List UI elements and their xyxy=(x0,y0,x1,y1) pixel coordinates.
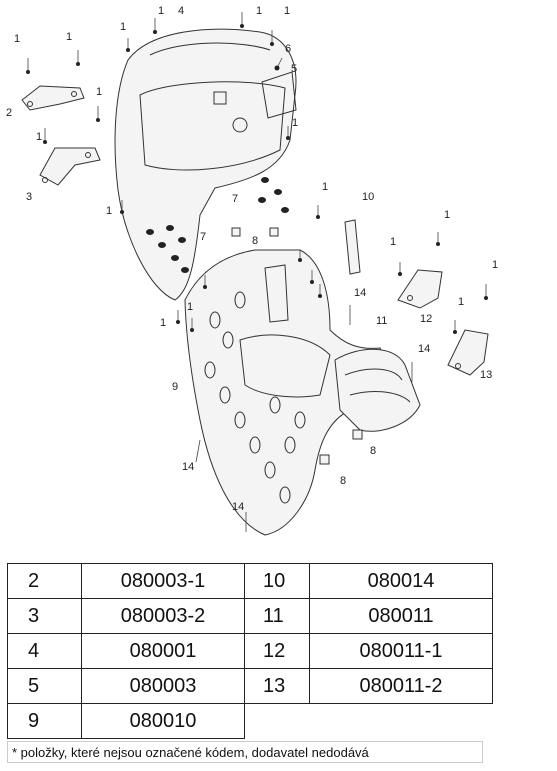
part-3-bracket xyxy=(39,147,101,186)
part-10-strip xyxy=(344,219,361,275)
part-code: 080014 xyxy=(309,563,493,599)
callout-8: 8 xyxy=(252,235,258,247)
part-number: 9 xyxy=(7,703,82,739)
callout-14: 14 xyxy=(354,287,366,299)
callout-1: 1 xyxy=(322,181,328,193)
footnote: * položky, které nejsou označené kódem, … xyxy=(7,741,483,763)
callout-1: 1 xyxy=(292,117,298,129)
callout-14: 14 xyxy=(232,501,244,513)
callout-1: 1 xyxy=(160,317,166,329)
part-number: 12 xyxy=(244,633,310,669)
callout-1: 1 xyxy=(458,296,464,308)
part-number: 10 xyxy=(244,563,310,599)
callout-5: 5 xyxy=(291,63,297,75)
callout-1: 1 xyxy=(284,5,290,17)
callout-14: 14 xyxy=(418,343,430,355)
part-code: 080010 xyxy=(81,703,245,739)
callout-1: 1 xyxy=(120,21,126,33)
callout-11: 11 xyxy=(376,315,387,327)
callout-1: 1 xyxy=(14,33,20,45)
callout-9: 9 xyxy=(172,381,178,393)
empty-cell xyxy=(310,704,493,739)
part-11-footrest xyxy=(334,348,421,432)
part-code: 080011-1 xyxy=(309,633,493,669)
table-row: 9 080010 xyxy=(7,703,493,739)
callout-1: 1 xyxy=(106,205,112,217)
callout-1: 1 xyxy=(444,209,450,221)
table-row: 5 080003 13 080011-2 xyxy=(7,668,493,704)
part-number: 3 xyxy=(7,598,82,634)
part-code: 080011-2 xyxy=(309,668,493,704)
table-row: 3 080003-2 11 080011 xyxy=(7,598,493,634)
callout-1: 1 xyxy=(36,131,42,143)
parts-code-table: 2 080003-1 10 080014 3 080003-2 11 08001… xyxy=(7,563,493,739)
callout-1: 1 xyxy=(390,236,396,248)
part-number: 13 xyxy=(244,668,310,704)
floor-holes xyxy=(204,291,306,504)
callout-10: 10 xyxy=(362,191,374,203)
callout-1: 1 xyxy=(256,5,262,17)
part-4-front-shield xyxy=(114,28,297,301)
callout-7: 7 xyxy=(200,231,206,243)
screws xyxy=(26,12,488,532)
callout-6: 6 xyxy=(285,43,291,55)
callout-13: 13 xyxy=(480,369,492,381)
callout-1: 1 xyxy=(96,86,102,98)
table-row: 2 080003-1 10 080014 xyxy=(7,563,493,599)
part-12-bracket xyxy=(397,269,443,309)
part-code: 080003-1 xyxy=(81,563,245,599)
callout-1: 1 xyxy=(66,31,72,43)
callout-7: 7 xyxy=(232,193,238,205)
callout-1: 1 xyxy=(187,301,193,313)
callout-4: 4 xyxy=(178,5,184,17)
callout-labels: 1 1 1 1 1 1 1 1 1 1 1 1 1 1 1 1 1 2 3 4 … xyxy=(6,5,498,513)
callout-14: 14 xyxy=(182,461,194,473)
part-13-bracket xyxy=(447,329,489,376)
callout-1: 1 xyxy=(492,259,498,271)
table-row: 4 080001 12 080011-1 xyxy=(7,633,493,669)
part-9-floor-panel xyxy=(184,249,396,536)
empty-cell xyxy=(245,704,310,739)
part-2-bracket xyxy=(21,85,85,111)
callout-1: 1 xyxy=(158,5,164,17)
exploded-parts-diagram: 1 1 1 1 1 1 1 1 1 1 1 1 1 1 1 1 1 2 3 4 … xyxy=(6,5,498,536)
callout-8: 8 xyxy=(370,445,376,457)
shield-holes xyxy=(146,177,289,273)
part-code: 080003 xyxy=(81,668,245,704)
callout-2: 2 xyxy=(6,107,12,119)
callout-8: 8 xyxy=(340,475,346,487)
callout-3: 3 xyxy=(26,191,32,203)
part-number: 5 xyxy=(7,668,82,704)
callout-12: 12 xyxy=(420,313,432,325)
part-code: 080001 xyxy=(81,633,245,669)
part-number: 4 xyxy=(7,633,82,669)
part-8-clips xyxy=(231,227,363,465)
part-code: 080011 xyxy=(309,598,493,634)
part-number: 2 xyxy=(7,563,82,599)
part-5-panel xyxy=(261,71,297,119)
part-code: 080003-2 xyxy=(81,598,245,634)
part-number: 11 xyxy=(244,598,310,634)
